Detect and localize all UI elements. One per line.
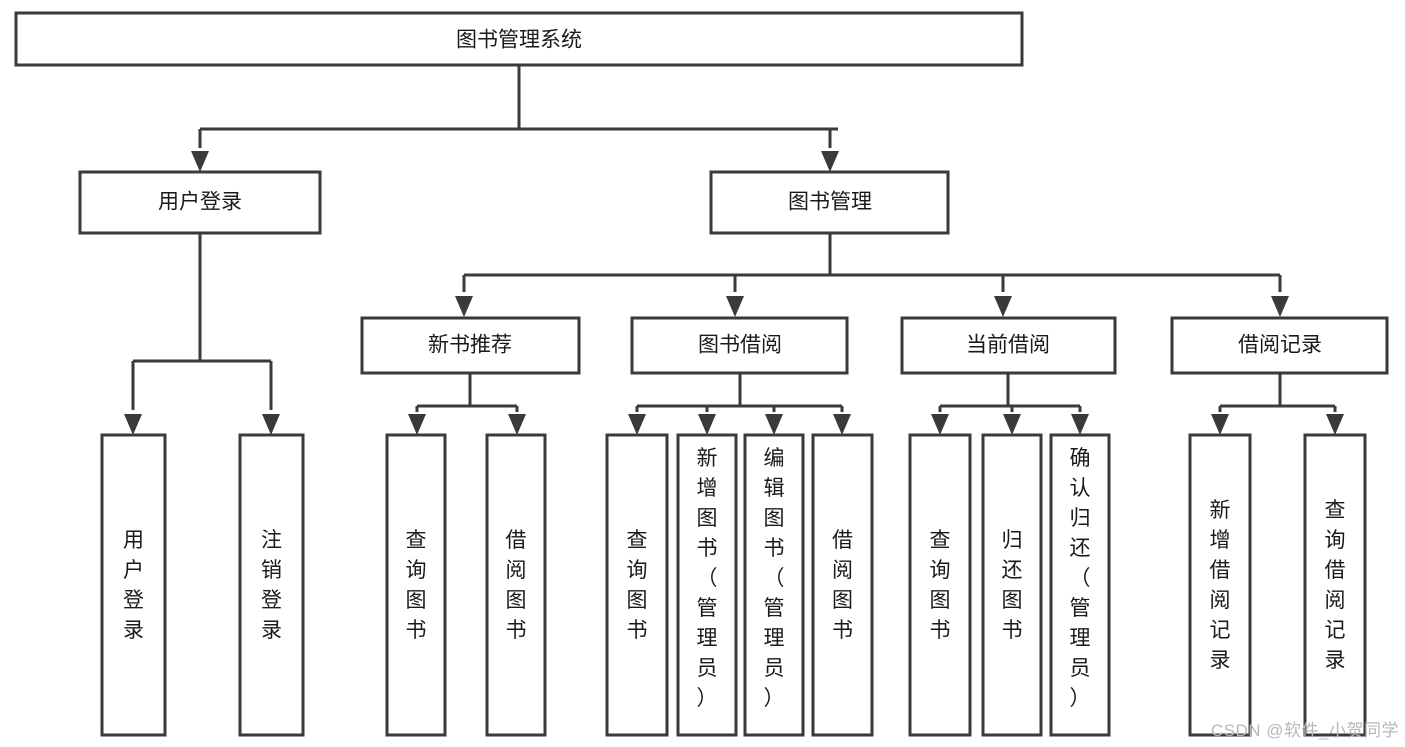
node-book-borrow[interactable]: 图书借阅 bbox=[630, 316, 849, 375]
leaf-node[interactable]: 借阅图书 bbox=[485, 433, 547, 737]
leaf-node-label: 编辑图书（管理员） bbox=[764, 447, 785, 710]
node-label-root: 图书管理系统 bbox=[456, 29, 582, 52]
node-label-user-login: 用户登录 bbox=[158, 191, 242, 214]
node-label-book-management: 图书管理 bbox=[788, 191, 872, 214]
leaf-node[interactable]: 借阅图书 bbox=[811, 433, 874, 737]
leaf-node-label: 归还图书 bbox=[1002, 529, 1023, 642]
leaf-node[interactable]: 确认归还（管理员） bbox=[1049, 433, 1111, 737]
leaf-node-label: 借阅图书 bbox=[832, 529, 853, 642]
leaf-node-label: 注销登录 bbox=[261, 529, 282, 642]
leaf-node[interactable]: 编辑图书（管理员） bbox=[743, 433, 805, 737]
node-root-system[interactable]: 图书管理系统 bbox=[14, 11, 1024, 67]
node-user-login[interactable]: 用户登录 bbox=[78, 170, 322, 235]
leaf-node[interactable]: 归还图书 bbox=[981, 433, 1043, 737]
edge-user-login-to-leaves bbox=[124, 233, 280, 435]
leaf-node[interactable]: 查询图书 bbox=[385, 433, 447, 737]
leaf-node[interactable]: 查询图书 bbox=[908, 433, 972, 737]
leaf-node[interactable]: 查询借阅记录 bbox=[1303, 433, 1367, 737]
leaf-node-label: 借阅图书 bbox=[506, 529, 527, 642]
leaf-node[interactable]: 注销登录 bbox=[238, 433, 305, 737]
leaf-node-label: 新增借阅记录 bbox=[1210, 499, 1231, 672]
node-label-new-book-recommend: 新书推荐 bbox=[428, 334, 512, 357]
leaf-node[interactable]: 用户登录 bbox=[100, 433, 167, 737]
leaf-node-label: 新增图书（管理员） bbox=[697, 447, 718, 710]
edge-book-borrow-to-leaves bbox=[628, 373, 851, 435]
leaf-node-label: 查询图书 bbox=[406, 529, 427, 642]
node-borrow-record[interactable]: 借阅记录 bbox=[1170, 316, 1389, 375]
node-label-current-borrow: 当前借阅 bbox=[966, 334, 1050, 357]
edge-new-book-rec-to-leaves bbox=[408, 373, 526, 435]
node-current-borrow[interactable]: 当前借阅 bbox=[900, 316, 1117, 375]
edge-root-to-level2 bbox=[191, 65, 839, 172]
leaf-node-layer: 用户登录 注销登录 查询图书 借阅图书 查询图书 新增图书（管理员） 编辑图书（管理员） 借阅… bbox=[100, 433, 1367, 737]
leaf-node[interactable]: 新增图书（管理员） bbox=[676, 433, 738, 737]
leaf-node-label: 查询图书 bbox=[930, 529, 951, 642]
edge-current-borrow-to-leaves bbox=[931, 373, 1089, 435]
node-book-management[interactable]: 图书管理 bbox=[709, 170, 950, 235]
leaf-node-label: 查询借阅记录 bbox=[1325, 499, 1346, 672]
edge-book-mgmt-to-level3 bbox=[455, 233, 1289, 317]
node-label-book-borrow: 图书借阅 bbox=[698, 334, 782, 357]
leaf-node[interactable]: 查询图书 bbox=[605, 433, 669, 737]
leaf-node-label: 查询图书 bbox=[627, 529, 648, 642]
leaf-node-label: 确认归还（管理员） bbox=[1070, 447, 1091, 710]
leaf-node[interactable]: 新增借阅记录 bbox=[1188, 433, 1252, 737]
node-label-borrow-record: 借阅记录 bbox=[1238, 334, 1322, 357]
node-new-book-recommend[interactable]: 新书推荐 bbox=[360, 316, 581, 375]
edge-borrow-record-to-leaves bbox=[1211, 373, 1344, 435]
leaf-node-label: 用户登录 bbox=[123, 529, 144, 642]
